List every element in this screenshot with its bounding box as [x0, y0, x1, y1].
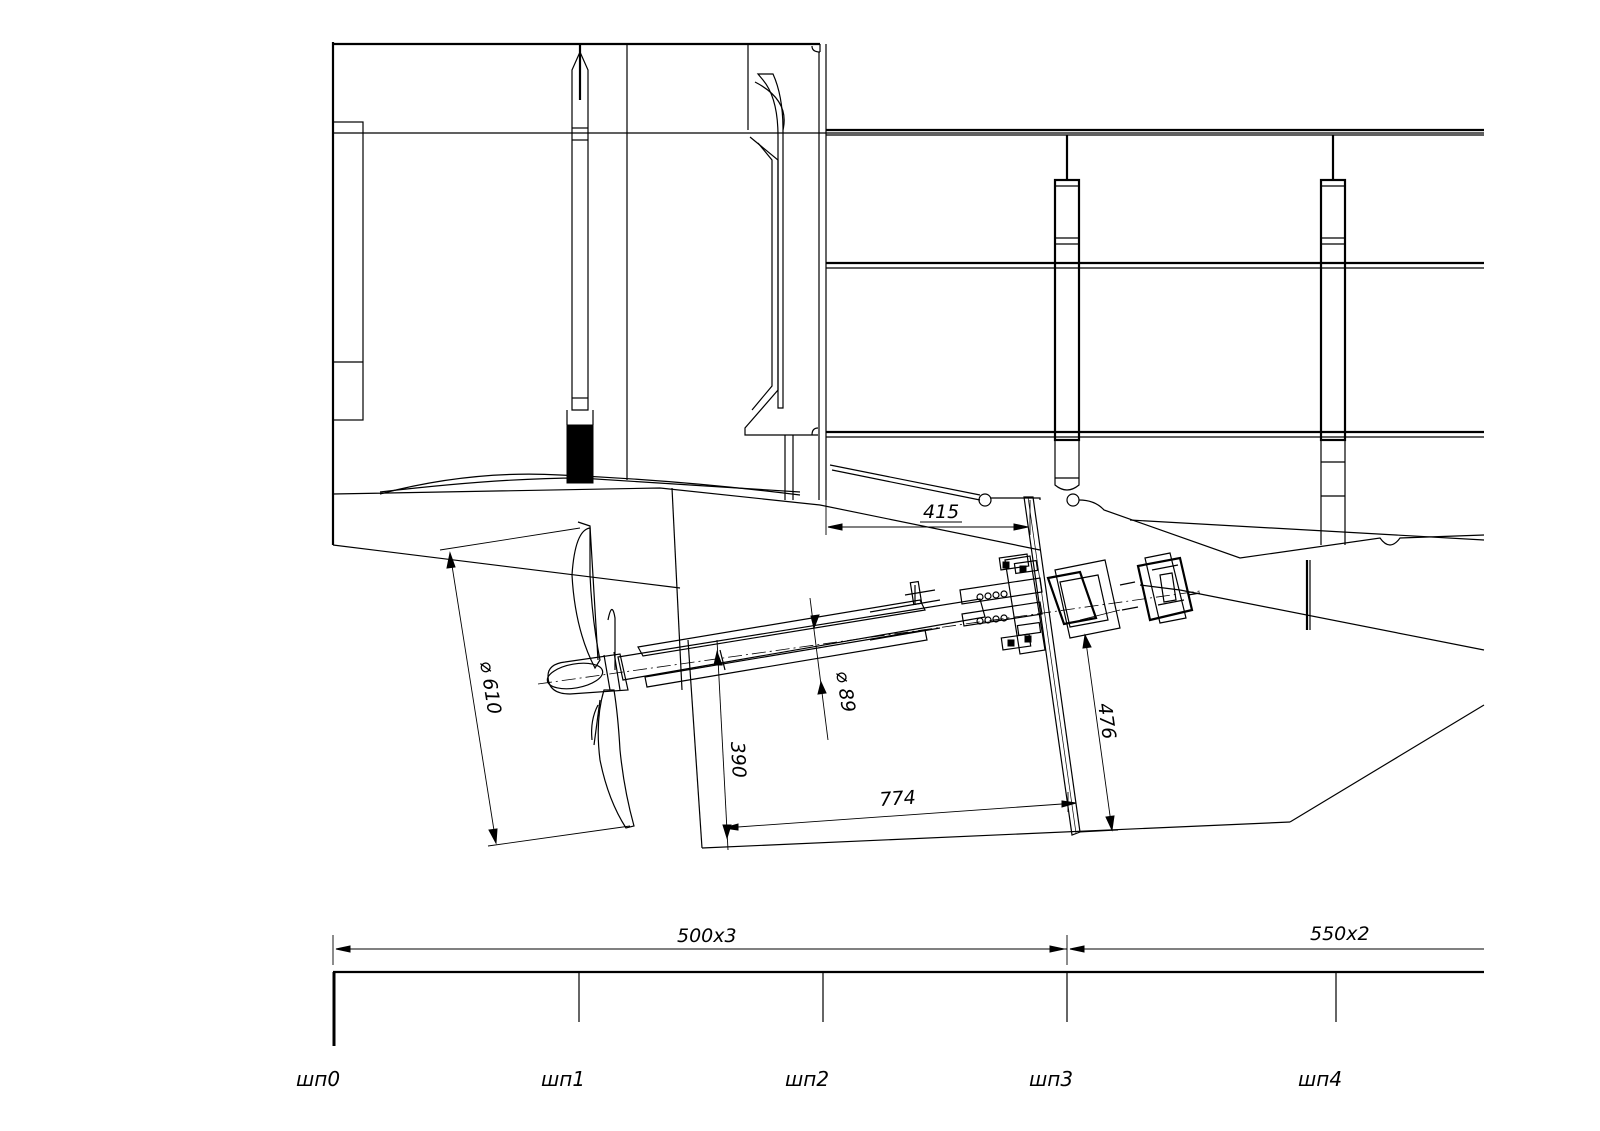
shaft-tube: [617, 577, 1043, 688]
stanchion-left: [566, 44, 594, 484]
hull-shell: [332, 464, 1485, 849]
bulkhead-profile: [744, 73, 819, 500]
frame-label-1: шп1: [541, 1067, 585, 1091]
propeller: [546, 521, 635, 829]
shaft-centerline: [537, 590, 1201, 685]
dim-dia610: [439, 527, 631, 847]
frame-label-0: шп0: [296, 1067, 340, 1091]
stanchion-right: [1319, 135, 1347, 545]
longitudinal-girders: [826, 128, 1484, 438]
shaft-coupling: [998, 552, 1201, 655]
dim-dia89: [809, 597, 829, 741]
frame-label-4: шп4: [1298, 1067, 1342, 1091]
frame-label-3: шп3: [1029, 1067, 1073, 1091]
dim-415: [825, 500, 1031, 535]
dim-dia89-label: ⌀ 89: [831, 669, 859, 714]
span-label-2: 550x2: [1310, 923, 1370, 945]
stanchion-mid: [1053, 135, 1081, 491]
stern-structure: [331, 42, 1484, 545]
rudder-blade: [1023, 496, 1081, 836]
dim-390-label: 390: [726, 741, 750, 778]
dim-dia610-label: ⌀ 610: [475, 659, 505, 716]
dim-476-label: 476: [1093, 702, 1120, 741]
dim-774: [723, 792, 1077, 831]
frame-scale: [332, 935, 1484, 1046]
dim-476: [1079, 609, 1121, 833]
dim-774-label: 774: [879, 787, 917, 811]
span-label-1: 500x3: [677, 925, 737, 947]
dim-415-label: 415: [923, 501, 959, 523]
frame-label-2: шп2: [785, 1067, 829, 1091]
